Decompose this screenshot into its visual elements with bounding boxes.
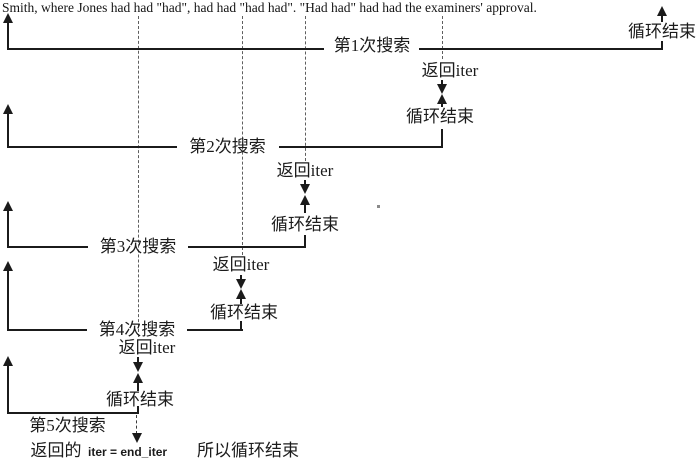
loop-end-arrow-shaft bbox=[304, 203, 306, 213]
range-end-stub bbox=[240, 321, 242, 330]
range-end-stub bbox=[441, 129, 443, 147]
loop-end-label: 循环结束 bbox=[628, 22, 696, 41]
search-5-label: 第5次搜索 bbox=[29, 416, 106, 435]
search-4-label: 第4次搜索 bbox=[98, 320, 176, 339]
loop-end-label: 循环结束 bbox=[210, 303, 278, 322]
range-start-shaft bbox=[7, 364, 9, 413]
loop-end-arrow-shaft bbox=[441, 102, 443, 107]
returned-label: 返回的 bbox=[30, 441, 82, 460]
search-1-label: 第1次搜索 bbox=[333, 36, 411, 55]
return-iter-arrow-shaft bbox=[304, 180, 306, 186]
match-guide-line-3 bbox=[242, 16, 243, 255]
range-start-arrow-icon bbox=[3, 356, 13, 366]
source-sentence-text: Smith, where Jones had had "had", had ha… bbox=[2, 0, 537, 15]
conclusion-label: 所以循环结束 bbox=[197, 441, 299, 460]
range-start-arrow-icon bbox=[3, 201, 13, 211]
range-start-shaft bbox=[7, 269, 9, 330]
loop-end-label: 循环结束 bbox=[271, 215, 339, 234]
search-2-label: 第2次搜索 bbox=[189, 137, 266, 156]
return-iter-label: 返回iter bbox=[212, 255, 270, 274]
return-iter-arrow-icon bbox=[437, 84, 447, 94]
match-guide-line-2 bbox=[305, 16, 306, 161]
search-2-line-right bbox=[279, 146, 443, 148]
range-start-arrow-icon bbox=[3, 13, 13, 23]
return-iter-arrow-shaft bbox=[137, 357, 139, 363]
return-iter-label: 返回iter bbox=[421, 61, 479, 80]
loop-end-arrow-icon bbox=[437, 94, 447, 104]
match-guide-line-1 bbox=[442, 16, 443, 59]
search-2-line-left bbox=[7, 146, 177, 148]
return-iter-label: 返回iter bbox=[118, 338, 176, 357]
end-iter-arrow-icon bbox=[132, 433, 142, 443]
range-start-shaft bbox=[7, 21, 9, 49]
loop-end-arrow-icon bbox=[657, 6, 667, 16]
search-4-line-left bbox=[7, 329, 87, 331]
search-4-line-right bbox=[187, 329, 243, 331]
search-1-line-left bbox=[7, 48, 324, 50]
loop-end-arrow-shaft bbox=[137, 381, 139, 391]
range-end-stub bbox=[304, 235, 306, 247]
return-iter-label: 返回iter bbox=[276, 161, 334, 180]
range-end-stub bbox=[137, 406, 139, 413]
range-start-arrow-icon bbox=[3, 261, 13, 271]
search-3-label: 第3次搜索 bbox=[99, 237, 177, 256]
return-iter-arrow-shaft bbox=[441, 80, 443, 86]
search-1-line-right bbox=[419, 48, 663, 50]
loop-end-arrow-icon bbox=[300, 195, 310, 205]
loop-end-arrow-shaft bbox=[240, 297, 242, 304]
return-iter-arrow-shaft bbox=[240, 275, 242, 280]
loop-end-label: 循环结束 bbox=[106, 390, 174, 409]
search-3-line-left bbox=[7, 246, 88, 248]
return-iter-arrow-icon bbox=[236, 279, 246, 289]
range-start-arrow-icon bbox=[3, 104, 13, 114]
search-3-line-right bbox=[188, 246, 306, 248]
loop-end-arrow-icon bbox=[236, 289, 246, 299]
loop-end-arrow-icon bbox=[133, 373, 143, 383]
end-iter-arrow-shaft bbox=[136, 415, 137, 434]
loop-end-label: 循环结束 bbox=[406, 107, 474, 126]
match-guide-line-4 bbox=[138, 16, 139, 337]
range-end-stub bbox=[661, 41, 663, 50]
scan-speck bbox=[377, 205, 380, 208]
search-5-line bbox=[7, 412, 139, 414]
range-start-shaft bbox=[7, 112, 9, 147]
range-start-shaft bbox=[7, 209, 9, 247]
iter-equation-text: iter = end_iter bbox=[88, 445, 168, 459]
loop-end-arrow-shaft bbox=[661, 14, 663, 22]
return-iter-arrow-icon bbox=[133, 362, 143, 372]
return-iter-arrow-icon bbox=[300, 184, 310, 194]
